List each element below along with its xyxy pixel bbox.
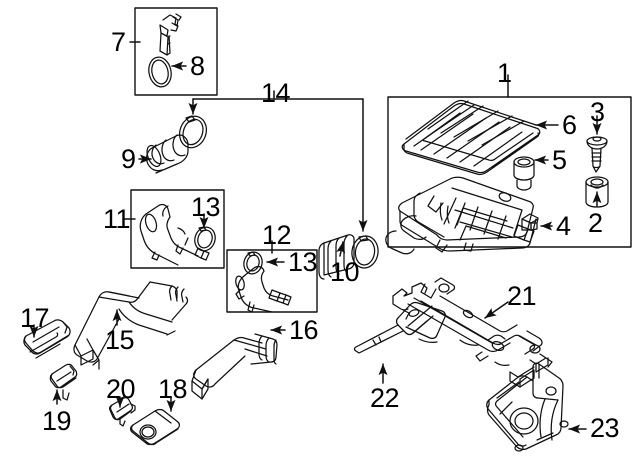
part-inlet-plug [108, 396, 136, 427]
part-inlet-cover [130, 408, 180, 446]
part-hose-clamp-box12 [243, 251, 263, 275]
part-upper-bracket [392, 277, 553, 388]
part-air-intake-duct [139, 203, 210, 266]
part-air-intake-temp-sensor [159, 13, 182, 56]
callout-label-22: 22 [370, 383, 400, 413]
callout-label-14: 14 [261, 78, 291, 108]
part-air-inlet-duct [73, 281, 189, 370]
part-resonator-cap [23, 319, 71, 359]
part-resonator-duct [191, 333, 278, 400]
part-intake-hose-elbow [146, 134, 189, 174]
callout-label-6: 6 [562, 110, 577, 140]
part-support-rod [353, 301, 446, 354]
callout-label-11: 11 [103, 204, 131, 234]
callout-label-19: 19 [42, 406, 72, 436]
callout-label-2: 2 [588, 208, 603, 238]
part-clip [521, 213, 539, 231]
inset-box-12 [226, 249, 318, 313]
leader-lines [29, 41, 602, 434]
callout-label-18: 18 [158, 374, 188, 404]
part-grommet [585, 176, 609, 208]
leader-21 [484, 301, 509, 319]
callout-label-23: 23 [590, 413, 620, 443]
callout-label-7: 7 [111, 27, 126, 57]
part-hose-clamp-upper [178, 115, 208, 149]
callout-label-5: 5 [552, 145, 567, 175]
part-mount-bushing [513, 156, 535, 191]
callout-label-17: 17 [20, 303, 50, 333]
callout-label-1: 1 [497, 58, 512, 88]
part-air-intake-bellows [318, 234, 355, 280]
callout-label-12: 12 [262, 220, 292, 250]
callout-label-9: 9 [121, 144, 136, 174]
callout-label-20: 20 [106, 374, 136, 404]
leader-10 [336, 241, 346, 257]
callout-label-15: 15 [105, 325, 135, 355]
callout-label-10: 10 [330, 257, 360, 287]
callout-label-16: 16 [289, 315, 319, 345]
callout-label-13b: 13 [288, 247, 318, 277]
inset-box-7 [134, 7, 218, 96]
callout-label-3: 3 [590, 97, 605, 127]
part-lower-bracket [486, 362, 569, 452]
part-inlet-cap [49, 363, 78, 401]
part-air-intake-tube [235, 265, 292, 313]
part-hose-clamp-right [351, 235, 379, 269]
part-air-cleaner-housing [385, 176, 537, 255]
part-flange-bolt [586, 136, 608, 173]
callout-label-21: 21 [507, 281, 537, 311]
part-air-cleaner-cover [401, 99, 541, 176]
callout-label-4: 4 [556, 211, 571, 241]
callout-label-8: 8 [190, 51, 205, 81]
part-o-ring-seal [148, 56, 172, 88]
callout-label-13: 13 [191, 192, 221, 222]
